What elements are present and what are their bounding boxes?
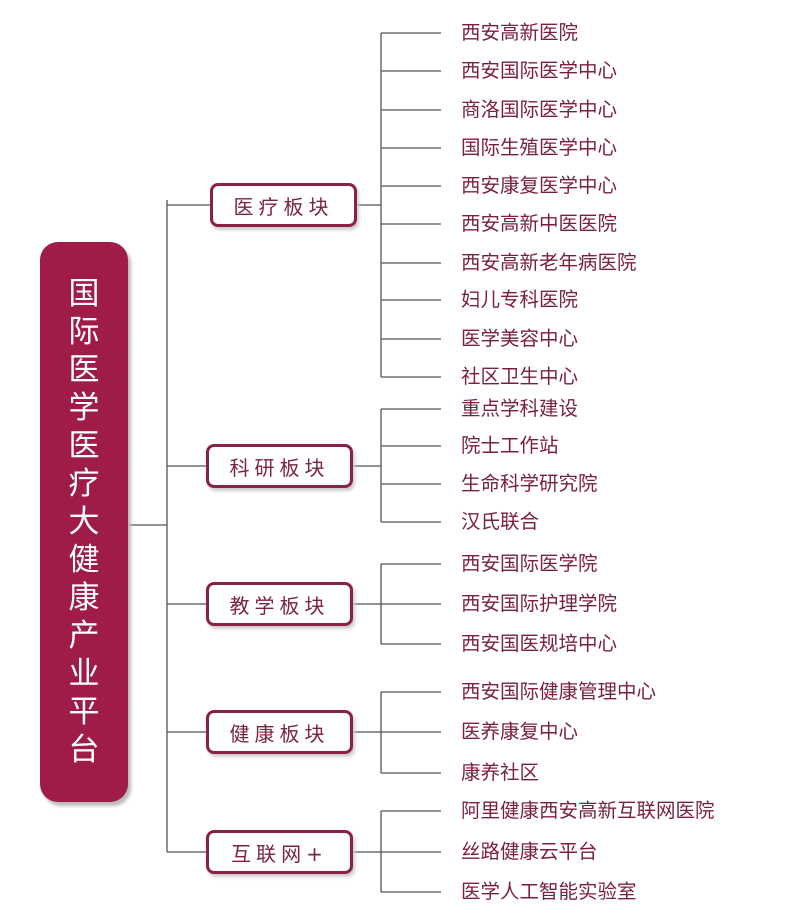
leaf-item: 院士工作站 bbox=[461, 434, 559, 457]
root-title-char: 健 bbox=[68, 542, 100, 578]
root-title-char: 医 bbox=[68, 352, 100, 388]
leaf-item: 西安高新医院 bbox=[461, 21, 579, 44]
root-title-char: 学 bbox=[68, 390, 100, 426]
leaf-item: 西安高新老年病医院 bbox=[461, 251, 637, 274]
root-title-char: 台 bbox=[68, 732, 100, 768]
leaf-item: 妇儿专科医院 bbox=[461, 288, 579, 311]
leaf-item: 西安国际健康管理中心 bbox=[461, 680, 657, 703]
category-node: 教学板块 bbox=[206, 582, 353, 626]
category-node: 互联网+ bbox=[206, 830, 353, 874]
category-node: 医疗板块 bbox=[210, 183, 357, 227]
leaf-item: 西安国际医学中心 bbox=[461, 59, 618, 82]
leaf-item: 丝路健康云平台 bbox=[461, 840, 598, 863]
leaf-item: 康养社区 bbox=[461, 761, 540, 784]
root-title-char: 际 bbox=[68, 314, 100, 350]
leaf-item: 汉氏联合 bbox=[461, 510, 540, 533]
root-title-char: 产 bbox=[68, 618, 100, 654]
root-title-char: 业 bbox=[68, 656, 100, 692]
root-title-char: 康 bbox=[68, 580, 100, 616]
leaf-item: 生命科学研究院 bbox=[461, 472, 598, 495]
leaf-item: 商洛国际医学中心 bbox=[461, 98, 618, 121]
category-node: 科研板块 bbox=[206, 444, 353, 488]
leaf-item: 医养康复中心 bbox=[461, 720, 579, 743]
leaf-item: 医学美容中心 bbox=[461, 327, 579, 350]
category-node: 健康板块 bbox=[206, 710, 353, 754]
leaf-item: 国际生殖医学中心 bbox=[461, 136, 618, 159]
root-title-char: 国 bbox=[68, 276, 100, 312]
leaf-item: 重点学科建设 bbox=[461, 397, 579, 420]
leaf-item: 社区卫生中心 bbox=[461, 365, 579, 388]
root-title-char: 平 bbox=[68, 694, 100, 730]
leaf-item: 西安高新中医医院 bbox=[461, 212, 618, 235]
root-title-char: 医 bbox=[68, 428, 100, 464]
root-title-char: 大 bbox=[68, 504, 100, 540]
leaf-item: 西安国际护理学院 bbox=[461, 592, 618, 615]
leaf-item: 西安国际医学院 bbox=[461, 552, 598, 575]
root-title-char: 疗 bbox=[68, 466, 100, 502]
leaf-item: 西安国医规培中心 bbox=[461, 632, 618, 655]
leaf-item: 西安康复医学中心 bbox=[461, 174, 618, 197]
root-node: 国际医学医疗大健康产业平台 bbox=[40, 242, 128, 802]
leaf-item: 阿里健康西安高新互联网医院 bbox=[461, 799, 715, 822]
leaf-item: 医学人工智能实验室 bbox=[461, 880, 637, 903]
